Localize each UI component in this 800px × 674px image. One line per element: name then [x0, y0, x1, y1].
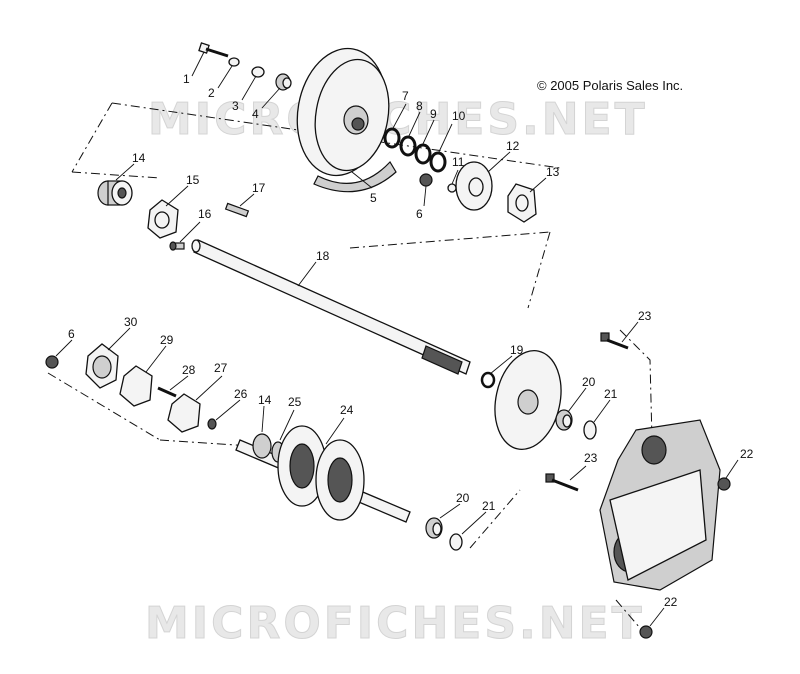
part-chaincase-housing: [599, 419, 721, 591]
part-6-nut-left: [45, 355, 59, 369]
callout-13: 13: [546, 165, 560, 179]
callout-7: 7: [402, 89, 409, 103]
part-23-bolt-bottom: [545, 473, 579, 492]
part-16-bolt: [169, 241, 185, 251]
callout-15: 15: [186, 173, 200, 187]
part-30-bearing-flange: [85, 343, 119, 389]
callout-10: 10: [452, 109, 466, 123]
part-23-bolt-top: [600, 332, 629, 350]
callout-21-bottom: 21: [482, 499, 496, 513]
part-28-spring-pin: [157, 386, 177, 398]
part-15-flange: [147, 199, 179, 239]
part-24-drive-sprocket-assembly: [235, 425, 411, 523]
callout-numbers: 1 2 3 4 5 6 7 8 9 10 11 12 13 14 15 16 1…: [68, 72, 754, 609]
part-18-shaft: [191, 239, 471, 375]
callout-26: 26: [234, 387, 248, 401]
callout-30: 30: [124, 315, 138, 329]
callout-25: 25: [288, 395, 302, 409]
part-19-snap-ring: [480, 371, 496, 389]
callout-14-top: 14: [132, 151, 146, 165]
part-26-nut: [207, 418, 217, 430]
callout-14-bottom: 14: [258, 393, 272, 407]
callout-19: 19: [510, 343, 524, 357]
part-27-plate: [167, 393, 201, 433]
part-14-bearing-top: [97, 180, 133, 206]
callout-17: 17: [252, 181, 266, 195]
part-20-seal-bottom: [425, 517, 443, 539]
part-14-bearing-bottom: [252, 433, 272, 459]
callout-9: 9: [430, 107, 437, 121]
part-22-nut-bottom: [639, 625, 653, 639]
part-13-flange: [507, 183, 537, 223]
part-6-nut-top: [419, 173, 433, 187]
callout-1: 1: [183, 72, 190, 86]
part-3-washer: [251, 66, 265, 78]
watermark-top: MICROFICHES.NET: [148, 94, 648, 145]
part-17-key: [224, 202, 250, 218]
callout-12: 12: [506, 139, 520, 153]
callout-21-top: 21: [604, 387, 618, 401]
callout-22-right: 22: [740, 447, 754, 461]
callout-23-top: 23: [638, 309, 652, 323]
part-21-cap-bottom: [449, 533, 463, 551]
leader-lines: [55, 51, 739, 627]
part-21-cap-top: [583, 420, 597, 440]
part-20-seal-top: [555, 409, 573, 431]
callout-23-bottom: 23: [584, 451, 598, 465]
part-11-washer: [447, 183, 457, 193]
callout-5: 5: [370, 191, 377, 205]
callout-22-bottom: 22: [664, 595, 678, 609]
callout-24: 24: [340, 403, 354, 417]
watermark-bottom: MICROFICHES.NET: [145, 598, 645, 649]
callout-3: 3: [232, 99, 239, 113]
copyright-notice: © 2005 Polaris Sales Inc.: [537, 78, 683, 93]
assembly-guide-lines: [47, 102, 653, 629]
part-12-bearing-plate: [455, 161, 493, 211]
brake-disc: [494, 349, 562, 451]
callout-8: 8: [416, 99, 423, 113]
part-5-sprocket-chain: [296, 47, 397, 193]
part-2-washer: [228, 57, 240, 67]
callout-27: 27: [214, 361, 228, 375]
part-22-nut-right: [717, 477, 731, 491]
callout-16: 16: [198, 207, 212, 221]
callout-20-top: 20: [582, 375, 596, 389]
callout-18: 18: [316, 249, 330, 263]
callout-28: 28: [182, 363, 196, 377]
callout-11: 11: [452, 155, 465, 169]
callout-2: 2: [208, 86, 215, 100]
callout-6-left: 6: [68, 327, 75, 341]
part-4-bushing: [275, 73, 292, 91]
callout-6-top: 6: [416, 207, 423, 221]
callout-20-bottom: 20: [456, 491, 470, 505]
callout-4: 4: [252, 107, 259, 121]
part-29-gasket: [119, 365, 153, 407]
callout-29: 29: [160, 333, 174, 347]
part-1-bolt: [198, 42, 229, 58]
